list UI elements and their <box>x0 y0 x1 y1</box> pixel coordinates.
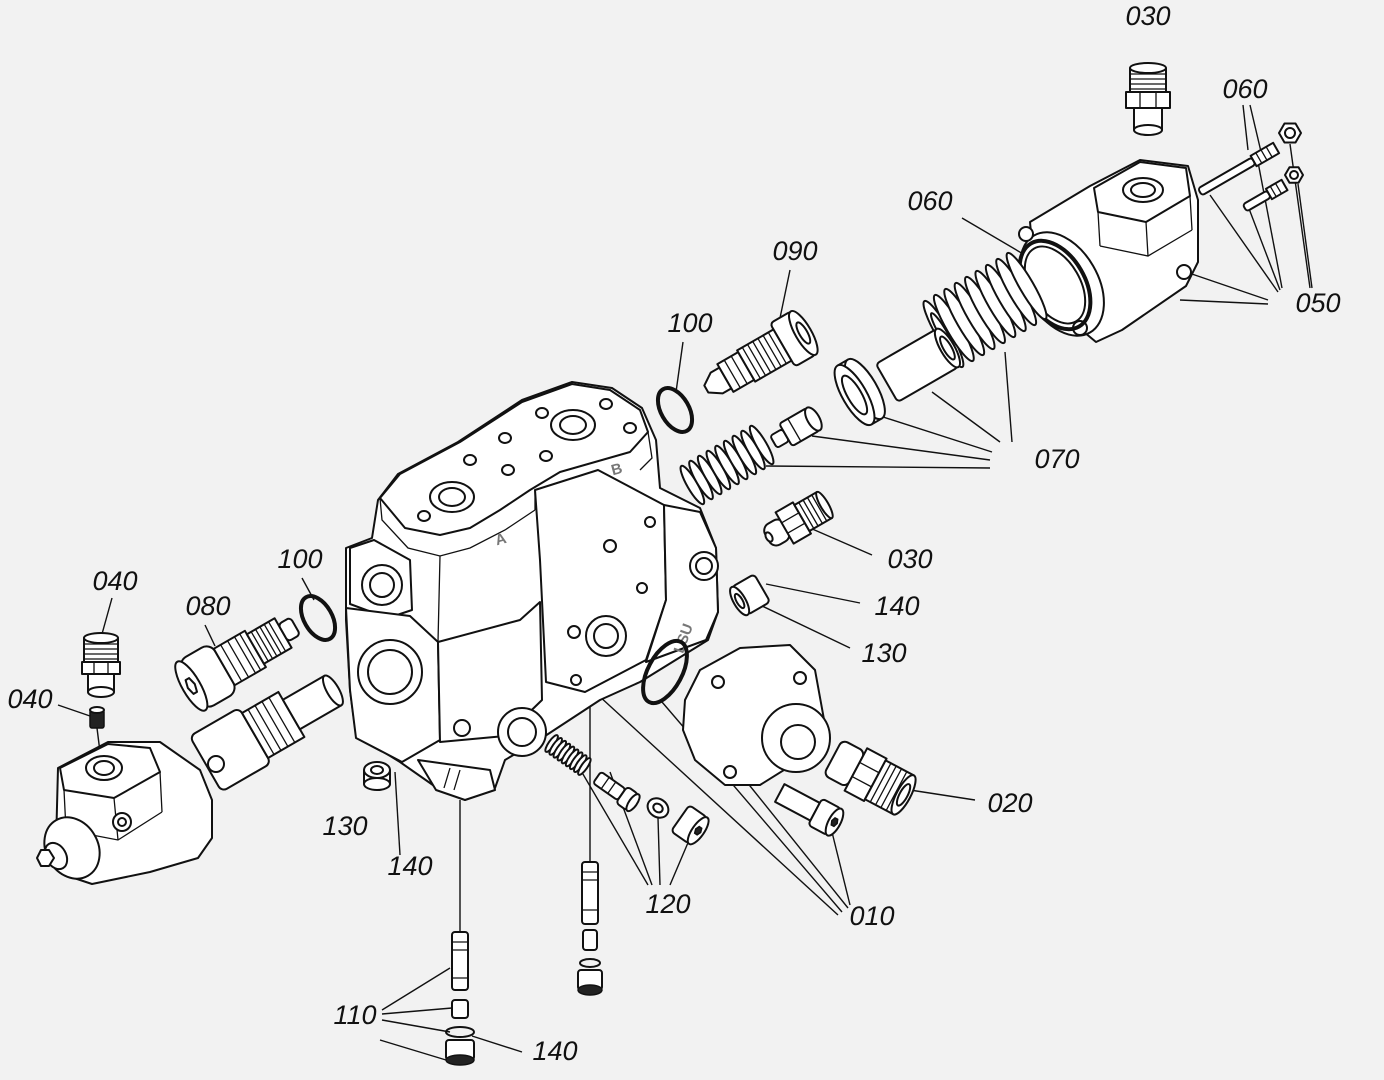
callout-030-top: 030 <box>1125 1 1170 31</box>
nuts-050 <box>1278 122 1304 184</box>
callout-020: 020 <box>987 788 1032 818</box>
callout-100-left: 100 <box>277 544 322 574</box>
callout-030-side: 030 <box>887 544 932 574</box>
flange-010 <box>682 644 831 786</box>
washer-120 <box>646 797 670 819</box>
leader-060-top <box>1242 104 1263 157</box>
solenoid-housing <box>36 741 225 885</box>
bolt-010 <box>774 783 845 837</box>
spool-120 <box>593 771 641 813</box>
o-ring-100-top <box>655 386 695 434</box>
callout-040-left: 040 <box>7 684 52 714</box>
pins-060 <box>1197 141 1289 212</box>
callout-120: 120 <box>645 889 690 919</box>
leader-140-mid <box>765 583 861 604</box>
callout-140-side: 140 <box>874 591 919 621</box>
callout-110: 110 <box>333 1000 376 1030</box>
callout-140-bottom: 140 <box>532 1036 577 1066</box>
spring-120 <box>544 734 592 776</box>
leader-080 <box>204 624 216 647</box>
callout-140-bottom-left: 140 <box>387 851 432 881</box>
ring-070 <box>833 357 886 427</box>
stack-under-port-120 <box>577 861 603 996</box>
set-screw-040 <box>89 706 105 729</box>
fitting-030-side <box>763 490 834 547</box>
cap-130-140-side <box>729 574 770 617</box>
fitting-030-top <box>1125 62 1171 136</box>
sleeve-070 <box>876 327 962 402</box>
stack-under-body-110 <box>445 931 475 1066</box>
leader-030-mid <box>809 527 873 556</box>
o-ring-100-left <box>298 594 338 642</box>
leader-060-mid <box>961 217 1031 259</box>
port-b-marking: B <box>609 460 624 479</box>
port-a-marking: A <box>493 530 508 549</box>
valve-body: A B LSU <box>345 381 719 801</box>
fitting-040-top <box>81 632 121 698</box>
leader-020 <box>909 789 976 801</box>
callout-130-bottom: 130 <box>322 811 367 841</box>
cap-130-bottom <box>363 761 391 791</box>
leader-110 <box>379 967 453 1061</box>
cartridge-080 <box>174 617 300 712</box>
leader-070 <box>765 351 1013 469</box>
o-ring-010 <box>641 638 689 706</box>
leader-090 <box>779 269 791 319</box>
fitting-020 <box>824 740 917 816</box>
callout-010: 010 <box>849 901 894 931</box>
callout-070: 070 <box>1034 444 1079 474</box>
spool-070 <box>770 406 823 448</box>
callout-100-top: 100 <box>667 308 712 338</box>
callout-060-top: 060 <box>1222 74 1267 104</box>
callout-labels: 030 060 060 090 100 050 070 030 140 130 … <box>7 1 1340 1066</box>
plug-120 <box>671 805 710 846</box>
valve-cartridge-090 <box>703 309 819 395</box>
callout-050: 050 <box>1295 288 1340 318</box>
assembly-axis-lines <box>459 700 591 932</box>
callout-090: 090 <box>772 236 817 266</box>
leader-100-top <box>675 341 684 393</box>
spring-070-small <box>679 424 775 506</box>
leader-140-bottom <box>471 1035 523 1053</box>
callout-080: 080 <box>185 591 230 621</box>
leader-040-top <box>101 597 113 635</box>
leader-130-mid <box>757 603 851 649</box>
callout-040-top: 040 <box>92 566 137 596</box>
callout-130-side: 130 <box>861 638 906 668</box>
callout-060-mid: 060 <box>907 186 952 216</box>
leader-140-bottom-left <box>394 771 401 856</box>
